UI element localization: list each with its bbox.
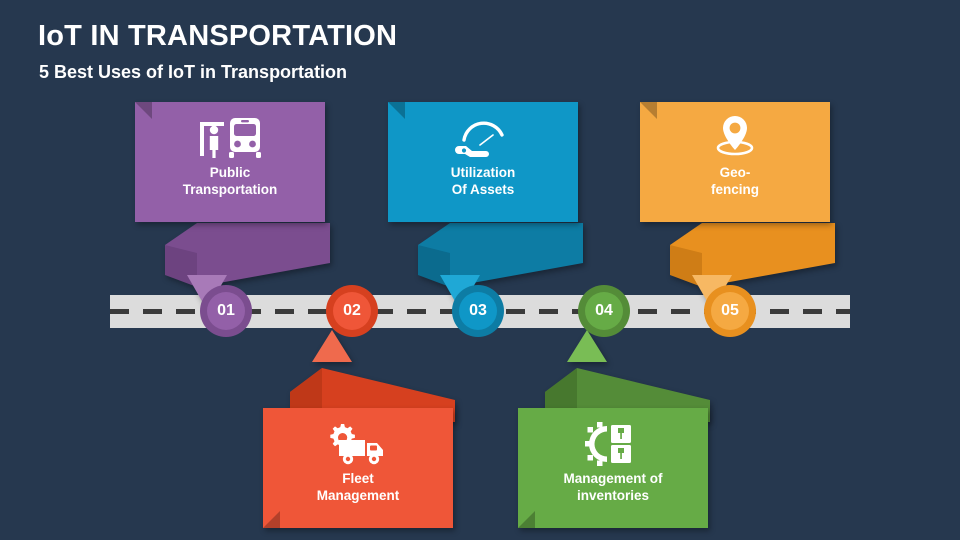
card-label-line1: Geo- <box>719 165 751 180</box>
map-pin-icon <box>640 114 830 162</box>
card-label-line2: Management <box>316 488 400 503</box>
card-label-line2: Transportation <box>182 182 278 197</box>
corner-fold-icon <box>263 511 280 528</box>
card-utilization-of-assets[interactable]: Utilization Of Assets <box>388 102 578 222</box>
card-label-line2: inventories <box>576 488 650 503</box>
card-label: Geo- fencing <box>640 164 830 198</box>
card-label: Management of inventories <box>518 470 708 504</box>
node-number: 02 <box>333 292 371 330</box>
card-fleet-management[interactable]: Fleet Management <box>263 408 453 528</box>
node-number: 01 <box>207 292 245 330</box>
page-title: IoT IN TRANSPORTATION <box>38 20 398 52</box>
ribbon-connector-03 <box>418 215 583 310</box>
card-background <box>263 408 453 528</box>
card-label-line1: Management of <box>563 471 663 486</box>
ribbon-connector-05 <box>670 215 835 310</box>
corner-fold-icon <box>388 102 405 119</box>
card-background <box>135 102 325 222</box>
card-public-transportation[interactable]: Public Transportation <box>135 102 325 222</box>
card-management-of-inventories[interactable]: Management of inventories <box>518 408 708 528</box>
timeline-node-04[interactable]: 04 <box>578 285 630 337</box>
card-label-line1: Fleet <box>342 471 374 486</box>
gear-boxes-icon <box>518 422 708 466</box>
card-geo-fencing[interactable]: Geo- fencing <box>640 102 830 222</box>
node-number: 04 <box>585 292 623 330</box>
card-label-line1: Public <box>209 165 251 180</box>
hand-gauge-icon <box>388 118 578 160</box>
corner-fold-icon <box>518 511 535 528</box>
timeline-node-01[interactable]: 01 <box>200 285 252 337</box>
timeline-node-05[interactable]: 05 <box>704 285 756 337</box>
timeline-node-02[interactable]: 02 <box>326 285 378 337</box>
page-subtitle: 5 Best Uses of IoT in Transportation <box>39 62 348 82</box>
corner-fold-icon <box>135 102 152 119</box>
bus-stop-icon <box>135 116 325 160</box>
card-label-line2: fencing <box>710 182 759 197</box>
truck-gear-icon <box>263 422 453 466</box>
card-label-line1: Utilization <box>450 165 516 180</box>
card-label: Fleet Management <box>263 470 453 504</box>
card-label: Public Transportation <box>135 164 325 198</box>
card-label: Utilization Of Assets <box>388 164 578 198</box>
node-number: 05 <box>711 292 749 330</box>
corner-fold-icon <box>640 102 657 119</box>
card-label-line2: Of Assets <box>451 182 515 197</box>
node-number: 03 <box>459 292 497 330</box>
timeline-node-03[interactable]: 03 <box>452 285 504 337</box>
